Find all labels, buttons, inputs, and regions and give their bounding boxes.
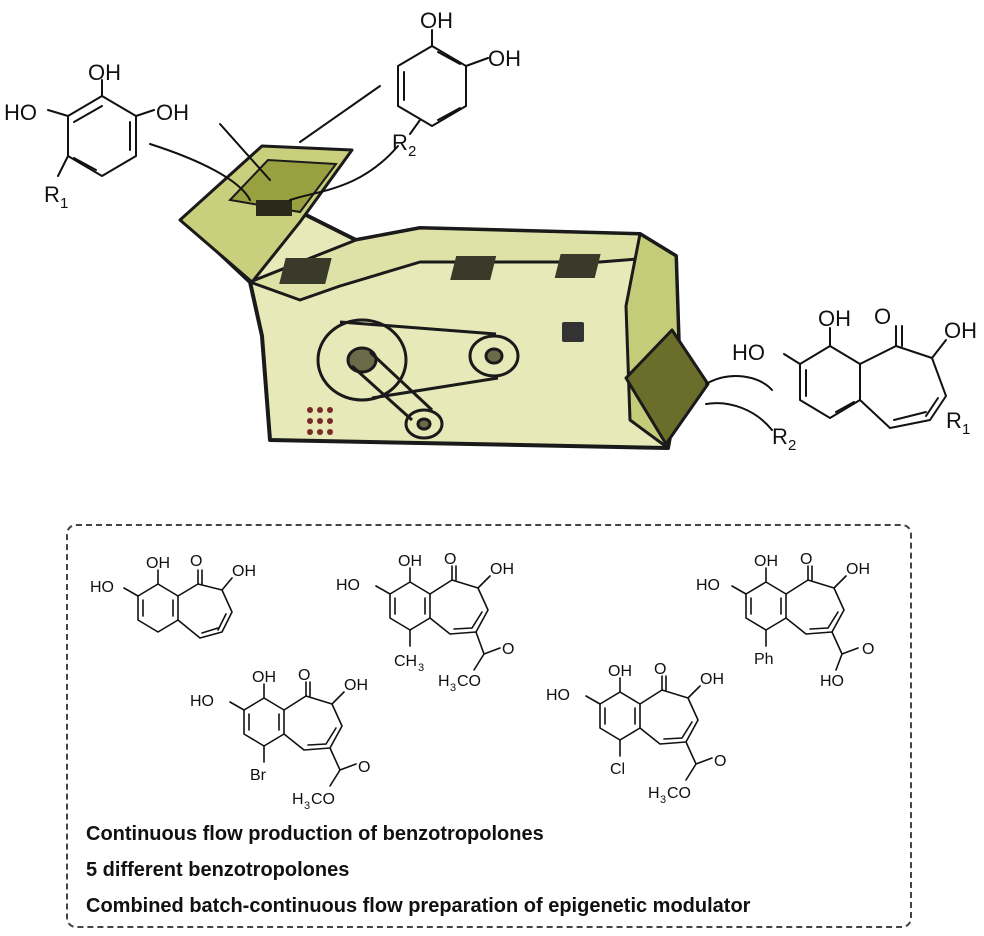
ex4-oh-top: OH — [252, 669, 276, 686]
product-r1-sub: 1 — [962, 421, 970, 438]
ex5-ester-tail: CO — [667, 785, 691, 802]
ex3-acid-ho: HO — [820, 673, 844, 690]
ex4-ester-h: H — [292, 791, 304, 808]
pyrogallol-structure: OH HO OH R 1 — [4, 60, 189, 212]
ex5-ho: HO — [546, 687, 570, 704]
ex2-ester-tail: CO — [457, 673, 481, 690]
ex2-ester-o: O — [502, 641, 514, 658]
product-oh-right: OH — [944, 318, 977, 343]
machine-switch — [562, 322, 584, 342]
ex3-oh-right: OH — [846, 561, 870, 578]
product-ketone-o: O — [874, 304, 891, 329]
feed-line-left — [149, 123, 271, 201]
ex4-ester-h-sub: 3 — [304, 800, 310, 812]
example-5-structure: OH HO O OH Cl O H 3 CO — [546, 661, 726, 806]
example-2-structure: OH HO O OH CH 3 O H 3 CO — [336, 551, 514, 694]
ex2-ho: HO — [336, 577, 360, 594]
flow-machine-illustration — [149, 85, 773, 450]
ex2-ester-h-sub: 3 — [450, 682, 456, 694]
caption-line-3: Combined batch-continuous flow preparati… — [86, 895, 751, 917]
product-r2-label: R — [772, 424, 788, 449]
ex4-br: Br — [250, 767, 267, 784]
ex5-ester-h-sub: 3 — [660, 794, 666, 806]
ex4-oh-right: OH — [344, 677, 368, 694]
hopper-slot — [256, 200, 292, 216]
catechol-oh-right: OH — [488, 46, 521, 71]
ex5-cl: Cl — [610, 761, 625, 778]
ex5-oh-top: OH — [608, 663, 632, 680]
example-1-structure: OH HO O OH — [90, 553, 256, 639]
ex4-ester-o: O — [358, 759, 370, 776]
ex5-ester-h: H — [648, 785, 660, 802]
pyrogallol-r-label: R — [44, 182, 60, 207]
ex2-ester-h: H — [438, 673, 450, 690]
catechol-structure: OH OH R 2 — [392, 8, 521, 160]
example-4-structure: OH HO O OH Br O H 3 CO — [190, 667, 370, 812]
product-oh-top: OH — [818, 306, 851, 331]
catechol-oh-top: OH — [420, 8, 453, 33]
product-structure: OH O OH HO R 2 R 1 — [732, 304, 977, 454]
pyrogallol-oh-top: OH — [88, 60, 121, 85]
ex2-ch3-sub: 3 — [418, 662, 424, 674]
pyrogallol-oh-right: OH — [156, 100, 189, 125]
caption-line-1: Continuous flow production of benzotropo… — [86, 823, 544, 845]
ex5-oh-right: OH — [700, 671, 724, 688]
ex3-oh-top: OH — [754, 553, 778, 570]
example-3-structure: OH HO O OH Ph O HO — [696, 551, 874, 690]
feed-line-right — [289, 85, 399, 201]
ex3-ketone-o: O — [800, 551, 812, 568]
ex1-ho: HO — [90, 579, 114, 596]
catechol-r-label: R — [392, 130, 408, 155]
ex1-ketone-o: O — [190, 553, 202, 570]
catechol-r-sub: 2 — [408, 143, 416, 160]
ex2-oh-right: OH — [490, 561, 514, 578]
ex3-acid-o: O — [862, 641, 874, 658]
ex4-ester-tail: CO — [311, 791, 335, 808]
ex1-oh-right: OH — [232, 563, 256, 580]
ex3-ph: Ph — [754, 651, 774, 668]
ex1-oh-top: OH — [146, 555, 170, 572]
product-r2-sub: 2 — [788, 437, 796, 454]
ex2-oh-top: OH — [398, 553, 422, 570]
pyrogallol-r-sub: 1 — [60, 195, 68, 212]
ex3-ho: HO — [696, 577, 720, 594]
examples-dashed-box — [66, 524, 912, 928]
caption-list: Continuous flow production of benzotropo… — [86, 822, 906, 930]
ex2-ketone-o: O — [444, 551, 456, 568]
product-ho-left: HO — [732, 340, 765, 365]
feed-line-out — [705, 375, 773, 431]
belt-drive — [316, 318, 520, 440]
control-dots — [307, 407, 333, 435]
ex5-ketone-o: O — [654, 661, 666, 678]
ex2-ch3: CH — [394, 653, 417, 670]
ex5-ester-o: O — [714, 753, 726, 770]
ex4-ho: HO — [190, 693, 214, 710]
product-r1-label: R — [946, 408, 962, 433]
pyrogallol-ho-left: HO — [4, 100, 37, 125]
ex4-ketone-o: O — [298, 667, 310, 684]
caption-line-2: 5 different benzotropolones — [86, 859, 350, 881]
roof-vents — [279, 254, 601, 284]
